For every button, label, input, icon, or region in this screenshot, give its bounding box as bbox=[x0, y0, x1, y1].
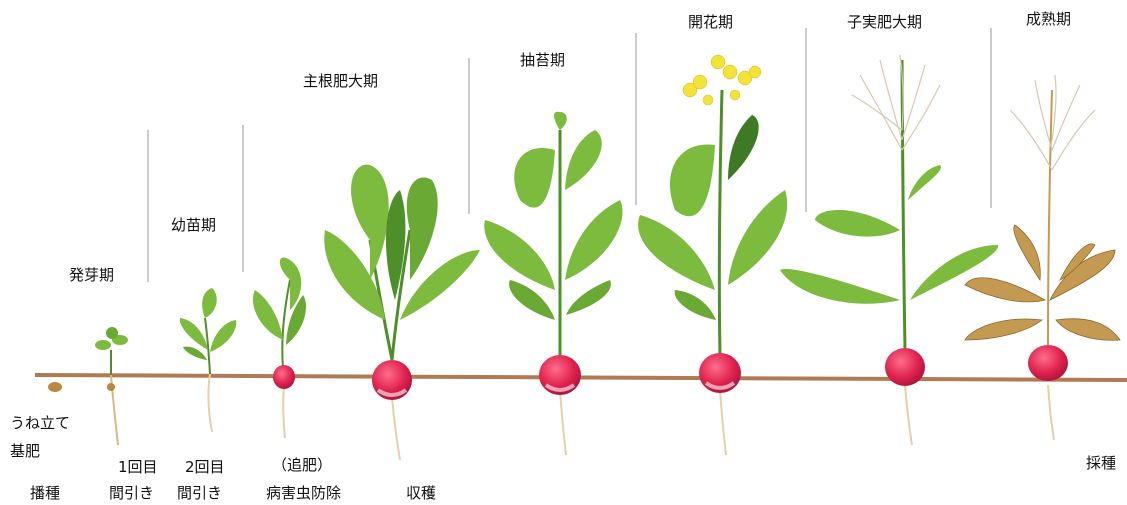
seedling-plant-icon bbox=[179, 288, 237, 433]
stage-label-bolting: 抽苔期 bbox=[520, 51, 566, 69]
bolting-radish-icon bbox=[484, 111, 623, 456]
mature-radish-icon bbox=[964, 74, 1121, 441]
fruit-growth-radish-icon bbox=[780, 54, 999, 446]
task-label-base-fertilizer: 基肥 bbox=[10, 442, 41, 460]
seed-icon bbox=[48, 382, 62, 392]
task-label-seed-collect: 採種 bbox=[1086, 454, 1117, 472]
task-label-thin1-b: 間引き bbox=[109, 484, 155, 502]
stage-divider-lines bbox=[147, 28, 992, 282]
stage-label-seedling: 幼苗期 bbox=[171, 216, 217, 234]
young-radish-plant-icon bbox=[253, 257, 307, 439]
stage-label-fruit-growth: 子実肥大期 bbox=[847, 13, 923, 31]
stage-label-maturity: 成熟期 bbox=[1026, 10, 1072, 28]
task-label-topdress: （追肥） bbox=[272, 456, 333, 474]
task-label-thin1-a: 1回目 bbox=[118, 458, 158, 476]
task-label-ridge: うね立て bbox=[10, 414, 71, 432]
task-label-thin2-b: 間引き bbox=[177, 484, 223, 502]
task-label-thin2-a: 2回目 bbox=[185, 458, 225, 476]
root-growth-radish-icon bbox=[324, 164, 480, 461]
soil-line bbox=[34, 373, 1127, 382]
task-label-sowing: 播種 bbox=[30, 484, 61, 502]
flowering-radish-icon bbox=[638, 54, 788, 456]
stage-label-root-growth: 主根肥大期 bbox=[303, 72, 379, 90]
stage-label-germination: 発芽期 bbox=[69, 266, 115, 284]
task-label-pest-control: 病害虫防除 bbox=[266, 484, 342, 502]
sprout-plant-icon bbox=[95, 327, 128, 446]
stage-label-flowering: 開花期 bbox=[688, 13, 734, 31]
task-label-harvest: 収穫 bbox=[406, 484, 437, 502]
